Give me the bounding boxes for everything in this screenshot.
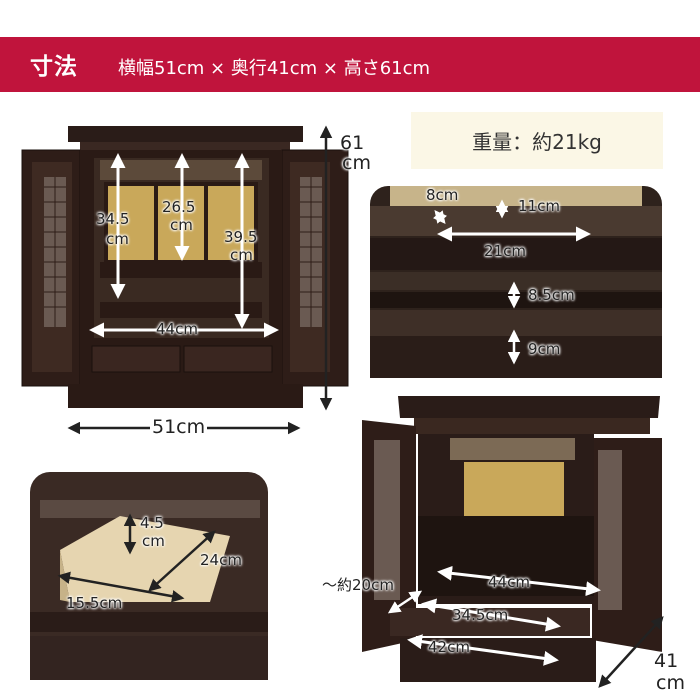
detail-8cm-label: 8cm — [426, 186, 459, 204]
front-mid-height-number: 26.5 — [162, 198, 196, 216]
angle-depth-unit: cm — [656, 672, 685, 694]
header-title: 寸法 — [30, 54, 78, 80]
angle-34.5cm-label: 34.5cm — [452, 606, 509, 624]
detail-photo-top — [370, 186, 662, 378]
detail-top-drawing — [370, 186, 662, 378]
front-right-height-number: 39.5 — [224, 228, 258, 246]
cabinet-angle-photo — [360, 390, 672, 690]
angle-depth-number: 41 — [654, 650, 679, 672]
drawer-drawing — [30, 472, 268, 680]
drawer-width-label: 15.5cm — [66, 594, 123, 612]
angle-42cm-label: 42cm — [428, 638, 470, 656]
front-interior-width-label: 44cm — [156, 320, 198, 338]
weight-label: 重量：約21kg — [472, 130, 602, 154]
cabinet-front-drawing — [21, 126, 349, 408]
front-mid-height-unit: cm — [170, 216, 193, 234]
front-left-height-number: 34.5 — [96, 210, 130, 228]
detail-21cm-label: 21cm — [484, 242, 526, 260]
front-right-height-unit: cm — [230, 246, 253, 264]
cabinet-angle-drawing — [362, 396, 662, 682]
front-height-number: 61 — [340, 132, 365, 154]
header-dimensions: 横幅51cm × 奥行41cm × 高さ61cm — [118, 58, 431, 79]
cabinet-front-photo — [20, 122, 350, 412]
detail-9cm-label: 9cm — [528, 340, 561, 358]
angle-44cm-label: 44cm — [488, 573, 530, 591]
weight-box: 重量：約21kg — [411, 112, 663, 169]
detail-8.5cm-label: 8.5cm — [528, 286, 575, 304]
drawer-depth-unit: cm — [142, 532, 165, 550]
front-width-label: 51cm — [150, 416, 208, 438]
angle-approx-label: ～約20cm — [322, 576, 394, 594]
header-banner: 寸法 横幅51cm × 奥行41cm × 高さ61cm — [0, 37, 700, 92]
drawer-photo — [30, 472, 268, 680]
drawer-length-label: 24cm — [200, 551, 242, 569]
drawer-depth-number: 4.5 — [140, 514, 164, 532]
front-height-unit: cm — [342, 152, 371, 174]
detail-11cm-label: 11cm — [518, 197, 560, 215]
front-left-height-unit: cm — [106, 230, 129, 248]
